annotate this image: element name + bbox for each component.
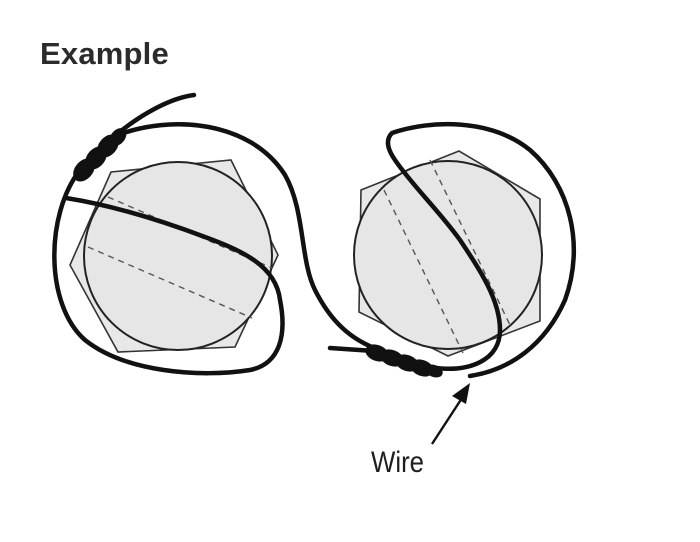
right-bolt-head xyxy=(353,150,543,357)
right-drill-hole-line-1 xyxy=(383,189,464,354)
wire-s-curve xyxy=(115,122,383,353)
wire-right-loop xyxy=(385,121,577,379)
wire-callout-arrow xyxy=(430,383,470,445)
wire-callout-label: Wire xyxy=(371,446,425,479)
wire-left-outer-loop xyxy=(52,167,285,376)
wire-tail-top xyxy=(113,92,197,138)
wire-twist-right xyxy=(365,344,443,378)
diagram-title: Example xyxy=(40,36,169,71)
arrowhead-icon xyxy=(452,383,470,404)
safety-wire xyxy=(52,92,577,379)
wire-twist-left xyxy=(73,128,127,182)
right-drill-hole-line-2 xyxy=(429,159,511,326)
left-bolt-face xyxy=(83,161,273,351)
left-drill-hole-line-2 xyxy=(87,246,253,319)
